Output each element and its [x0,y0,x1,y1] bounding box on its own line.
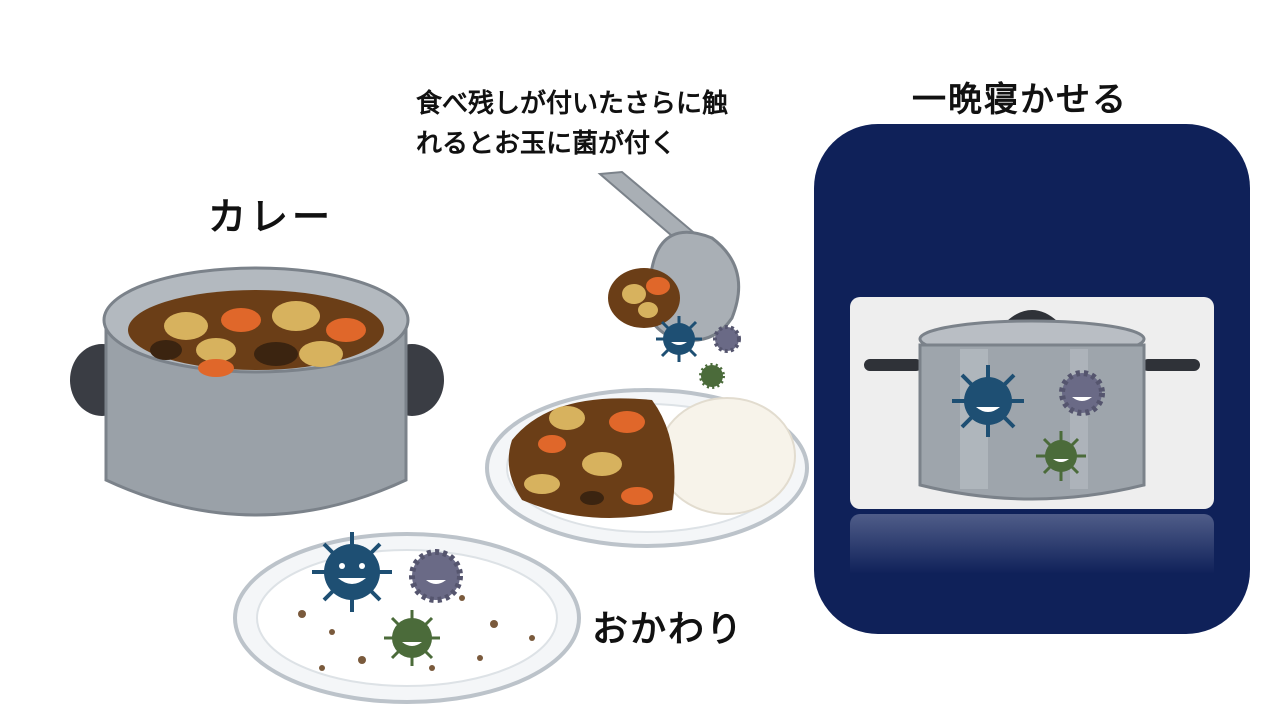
ladle-icon [597,170,741,342]
germ-icon [713,325,741,353]
germ-icon [384,610,440,666]
germ-icon [656,316,702,362]
lidded-pot-icon [864,310,1200,501]
germ-icon [409,549,463,603]
curry-pot-icon [70,266,444,517]
contamination-note: 食べ残しが付いたさらに触 れるとお玉に菌が付く [416,84,728,164]
germ-icon [699,363,725,389]
contamination-note-line1: 食べ残しが付いたさらに触 [416,89,729,119]
overnight-label: 一晩寝かせる [912,80,1128,120]
curry-label: カレー [208,195,335,239]
germ-icon [312,532,392,612]
okawari-label: おかわり [592,609,745,650]
overnight-image-card [850,297,1214,509]
overnight-panel [814,124,1250,634]
contamination-note-line2: れるとお玉に菌が付く [416,129,677,159]
image-reflection [850,514,1214,574]
curry-rice-plate-icon [485,388,809,548]
